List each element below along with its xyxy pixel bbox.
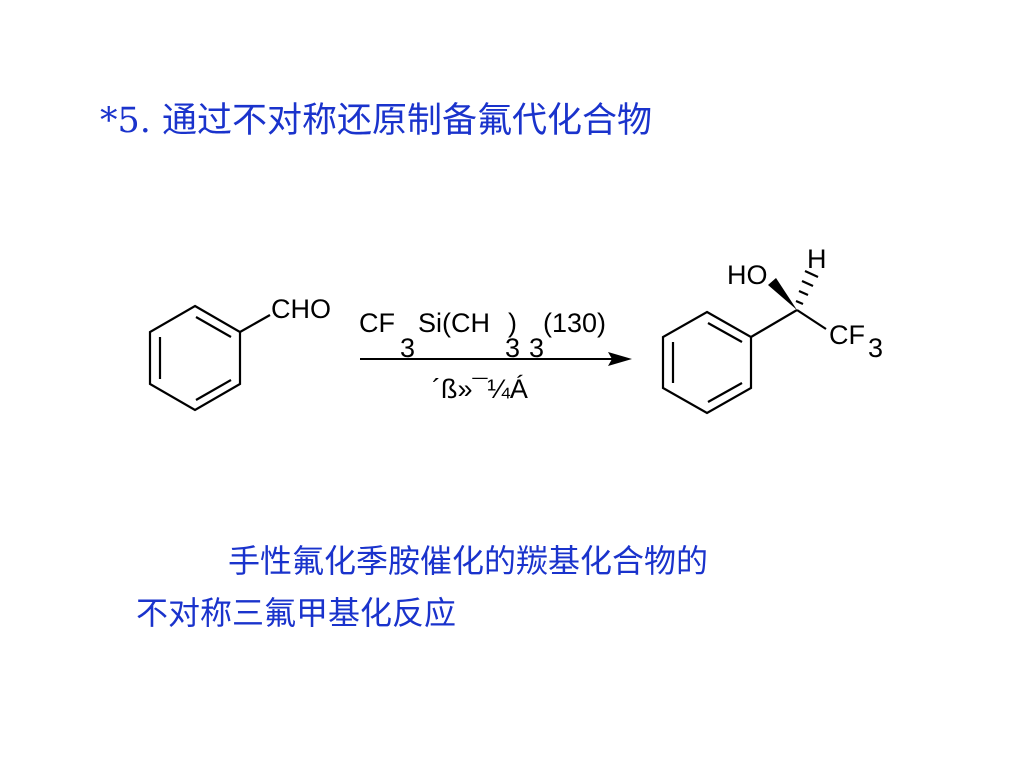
- benzene-ring-product: [661, 310, 753, 415]
- ring-double-bond: [707, 322, 743, 343]
- benzaldehyde-structure: [148, 304, 271, 412]
- reaction-arrow: [360, 352, 632, 366]
- reagent-subscript: 3: [505, 333, 520, 363]
- ring-double-bond: [195, 316, 232, 338]
- reagent-subscript: 3: [529, 333, 544, 363]
- aldehyde-label: CHO: [271, 294, 331, 324]
- caption-line-1: 手性氟化季胺催化的羰基化合物的: [228, 542, 709, 580]
- product-subscript: 3: [868, 333, 883, 363]
- ring-double-bond: [195, 379, 232, 401]
- wedge-bond: [768, 278, 797, 310]
- reagent-paren: ): [508, 308, 517, 338]
- hash-bond-segment: [801, 279, 814, 288]
- page-title: *5. 通过不对称还原制备氟代化合物: [100, 101, 653, 141]
- hash-bond-segment: [804, 270, 819, 278]
- aldehyde-bond: [239, 314, 271, 333]
- product-cf: CF: [829, 320, 865, 350]
- hash-bond-segment: [798, 289, 809, 297]
- hash-bond-segment: [795, 299, 804, 306]
- ring-double-bond: [707, 382, 743, 403]
- reagent-subscript: 3: [400, 333, 415, 363]
- hydrogen-label: H: [807, 244, 827, 274]
- caption-line-2: 不对称三氟甲基化反应: [136, 594, 457, 632]
- hydroxyl-label: HO: [727, 260, 768, 290]
- reagent-cf: CF: [359, 308, 395, 338]
- product-structure: [661, 270, 827, 415]
- catalyst-label: ´ß»¯¼Á: [432, 374, 528, 404]
- benzene-ring-reactant: [148, 304, 242, 412]
- carbinol-bond: [750, 309, 798, 338]
- reagent-reference: (130): [543, 308, 606, 338]
- reagent-si: Si(CH: [418, 308, 490, 338]
- cf3-bond: [796, 309, 827, 330]
